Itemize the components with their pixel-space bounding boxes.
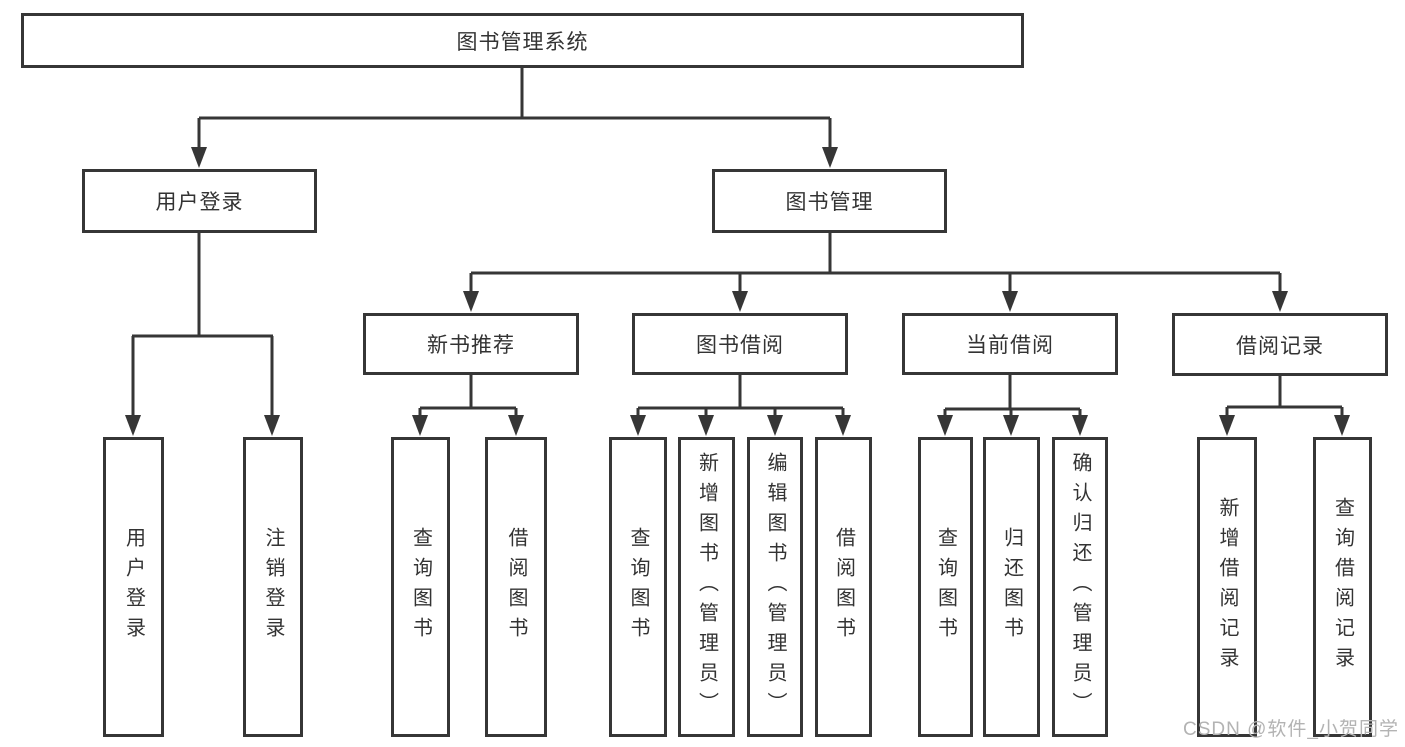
node-add-book-admin: 新增图书（管理员）: [678, 437, 735, 737]
node-add-borrow-record: 新增借阅记录: [1197, 437, 1257, 737]
node-book-borrow: 图书借阅: [632, 313, 848, 375]
node-user-login-action: 用户登录: [103, 437, 164, 737]
node-label: 查询图书: [409, 527, 432, 647]
node-book-management: 图书管理: [712, 169, 947, 233]
node-label: 用户登录: [122, 527, 145, 647]
node-label: 查询图书: [934, 527, 957, 647]
node-label: 新增借阅记录: [1216, 497, 1238, 677]
node-label: 借阅图书: [832, 527, 855, 647]
arrowheads: [125, 147, 1350, 436]
node-query-books-borrow: 查询图书: [609, 437, 667, 737]
node-query-books-current: 查询图书: [918, 437, 973, 737]
node-borrow-books-recommend: 借阅图书: [485, 437, 547, 737]
node-label: 归还图书: [1000, 527, 1023, 647]
node-label: 借阅图书: [505, 527, 527, 647]
node-library-system: 图书管理系统: [21, 13, 1024, 68]
node-label: 查询图书: [627, 527, 649, 647]
node-query-books-recommend: 查询图书: [391, 437, 450, 737]
node-label: 编辑图书（管理员）: [764, 452, 786, 722]
node-label: 注销登录: [262, 527, 284, 647]
node-confirm-return-admin: 确认归还（管理员）: [1052, 437, 1108, 737]
node-borrow-books-action: 借阅图书: [815, 437, 872, 737]
node-return-books: 归还图书: [983, 437, 1040, 737]
node-label: 查询借阅记录: [1331, 497, 1354, 677]
node-label: 确认归还（管理员）: [1069, 452, 1091, 722]
node-user-login: 用户登录: [82, 169, 317, 233]
node-query-borrow-record: 查询借阅记录: [1313, 437, 1372, 737]
node-current-borrow: 当前借阅: [902, 313, 1118, 375]
node-logout: 注销登录: [243, 437, 303, 737]
node-label: 新增图书（管理员）: [695, 452, 718, 722]
node-new-book-recommend: 新书推荐: [363, 313, 579, 375]
connector-paths: [131, 68, 1344, 425]
csdn-watermark: CSDN @软件_小贺同学: [1183, 719, 1399, 740]
node-edit-book-admin: 编辑图书（管理员）: [747, 437, 803, 737]
node-borrow-records: 借阅记录: [1172, 313, 1388, 376]
